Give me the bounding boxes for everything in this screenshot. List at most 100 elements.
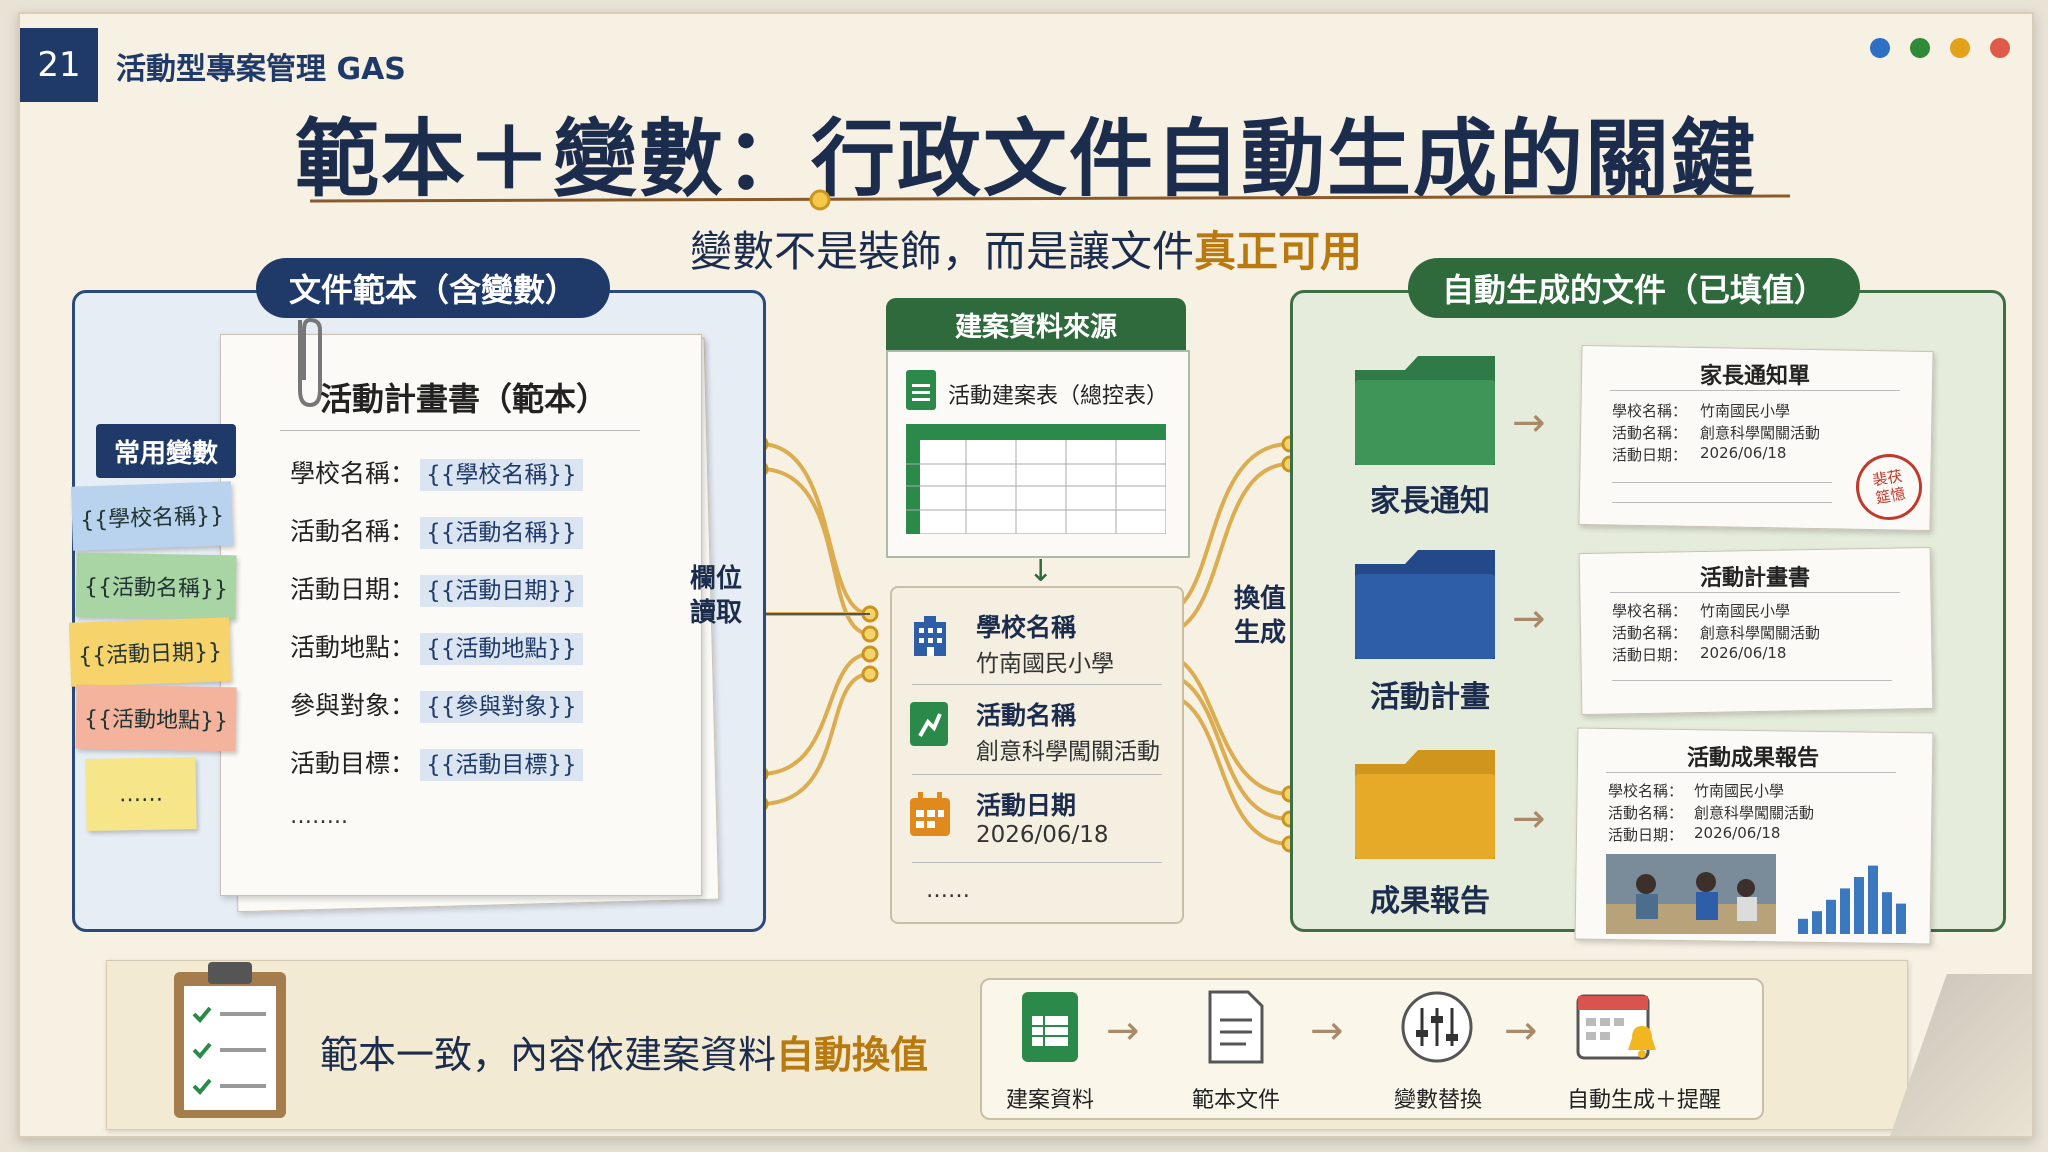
window-dot-blue-icon (1870, 38, 1890, 58)
template-title-rule (280, 430, 640, 431)
arrow-right-icon: → (1512, 400, 1546, 446)
bottom-message-highlight: 自動換值 (776, 1032, 929, 1077)
bottom-message-text: 範本一致，內容依建案資料 (320, 1033, 777, 1077)
doc-field-key: 學校名稱： (1612, 402, 1688, 420)
source-divider (912, 774, 1162, 775)
doc-field-value: 創意科學闖關活動 (1700, 624, 1821, 642)
doc-field-key: 活動日期： (1608, 826, 1684, 844)
arrow-right-icon: → (1512, 796, 1546, 842)
page-title: 範本＋變數：行政文件自動生成的關鍵 (294, 109, 1757, 208)
template-row: 活動名稱： {{活動名稱}} (290, 512, 583, 549)
report-bar (1882, 892, 1892, 934)
template-row: 活動日期： {{活動日期}} (290, 570, 583, 607)
source-divider (912, 862, 1162, 863)
process-step-label: 建案資料 (1005, 1088, 1094, 1113)
sheet-icon (1022, 992, 1078, 1062)
row-label: 活動目標： (290, 749, 416, 778)
source-item-value: 竹南國民小學 (976, 651, 1114, 677)
down-arrow-icon: ↓ (1028, 554, 1054, 589)
bottom-message: 範本一致，內容依建案資料自動換值 (320, 1024, 928, 1079)
arrow-right-icon: → (1504, 1008, 1538, 1054)
report-bar (1812, 911, 1822, 934)
template-doc-title: 活動計畫書（範本） (320, 380, 609, 418)
source-item-title: 活動名稱 (976, 701, 1077, 730)
doc-field-key: 學校名稱： (1612, 602, 1688, 620)
slide-number: 21 (20, 28, 98, 102)
sheet-grid-icon (906, 424, 1166, 534)
slide: 21 活動型專案管理 GAS 範本＋變數：行政文件自動生成的關鍵 變數不是裝飾，… (18, 12, 2034, 1138)
folder-icon (1355, 550, 1495, 659)
process-step-label: 變數替換 (1393, 1088, 1482, 1113)
doc-field-value: 創意科學闖關活動 (1694, 804, 1815, 822)
process-step-label: 自動生成＋提醒 (1566, 1088, 1721, 1113)
doc-field-value: 2026/06/18 (1700, 444, 1787, 462)
doc-field-value: 竹南國民小學 (1700, 602, 1791, 620)
doc-field-key: 活動名稱： (1608, 804, 1684, 822)
doc-line (1612, 680, 1892, 681)
calendar-bell-icon (1576, 994, 1656, 1060)
source-item-value: 2026/06/18 (976, 822, 1109, 848)
value-replace-label: 換值 生成 (1234, 584, 1287, 648)
window-dot-yellow-icon (1950, 38, 1970, 58)
row-variable: {{活動目標}} (420, 749, 583, 781)
row-variable: {{學校名稱}} (420, 459, 583, 491)
doc-field-value: 竹南國民小學 (1694, 782, 1785, 800)
doc-line (1612, 502, 1832, 503)
template-row: 參與對象： {{參與對象}} (290, 686, 583, 723)
sticky-note: {{活動日期}} (68, 617, 232, 687)
doc-title: 家長通知單 (1699, 364, 1810, 389)
report-bar (1826, 899, 1836, 934)
doc-field-value: 竹南國民小學 (1700, 402, 1791, 420)
source-item-title: 活動日期 (976, 791, 1077, 820)
doc-title: 活動成果報告 (1686, 746, 1819, 771)
source-divider (912, 684, 1162, 685)
title-divider (310, 189, 1790, 211)
window-dot-red-icon (1990, 38, 2010, 58)
source-pill: 建案資料來源 (886, 298, 1186, 350)
activity-photo (1606, 854, 1776, 934)
process-step-label: 範本文件 (1191, 1088, 1280, 1113)
doc-field-key: 活動名稱： (1612, 624, 1688, 642)
doc-line (1612, 482, 1832, 483)
sticky-note: {{活動地點}} (75, 684, 237, 752)
folder-icon (1355, 750, 1495, 859)
source-ellipsis: …… (926, 878, 970, 903)
template-paper (220, 334, 702, 896)
doc-field-key: 活動日期： (1612, 646, 1688, 664)
output-panel-pill: 自動生成的文件（已填值） (1408, 258, 1860, 318)
template-row: 活動目標： {{活動目標}} (290, 744, 583, 781)
building-icon (914, 616, 946, 656)
course-name: 活動型專案管理 GAS (116, 52, 406, 87)
folder-icon (1355, 356, 1495, 465)
row-label: 活動名稱： (290, 517, 416, 546)
activity-icon (910, 702, 948, 746)
document-icon (1208, 990, 1264, 1064)
doc-title: 活動計畫書 (1699, 566, 1810, 591)
row-label: 活動地點： (290, 633, 416, 662)
doc-field-value: 2026/06/18 (1694, 824, 1781, 842)
page-subtitle: 變數不是裝飾，而是讓文件真正可用 (20, 218, 2032, 279)
sticky-note: {{學校名稱}} (70, 481, 234, 551)
report-bar (1840, 888, 1850, 934)
vars-badge: 常用變數 (96, 424, 236, 478)
sticky-note: {{活動名稱}} (75, 552, 237, 620)
arrow-right-icon: → (1512, 596, 1546, 642)
sliders-icon (1401, 991, 1473, 1063)
row-label: 活動日期： (290, 575, 416, 604)
template-row: 學校名稱： {{學校名稱}} (290, 454, 583, 491)
template-ellipsis: …….. (290, 804, 348, 829)
calendar-icon (910, 792, 950, 836)
row-variable: {{活動地點}} (420, 633, 583, 665)
paperclip-icon (298, 317, 322, 408)
doc-field-key: 活動名稱： (1612, 424, 1688, 442)
doc-rule (1610, 592, 1900, 593)
report-bar (1868, 865, 1878, 934)
report-bar (1798, 918, 1808, 934)
arrow-right-icon: → (1310, 1008, 1344, 1054)
sticky-note: …… (85, 757, 197, 831)
report-bar (1854, 877, 1864, 934)
doc-field-value: 2026/06/18 (1700, 644, 1787, 662)
category-label: 活動計畫 (1370, 680, 1490, 715)
category-label: 家長通知 (1370, 484, 1490, 519)
report-bar (1896, 903, 1906, 934)
